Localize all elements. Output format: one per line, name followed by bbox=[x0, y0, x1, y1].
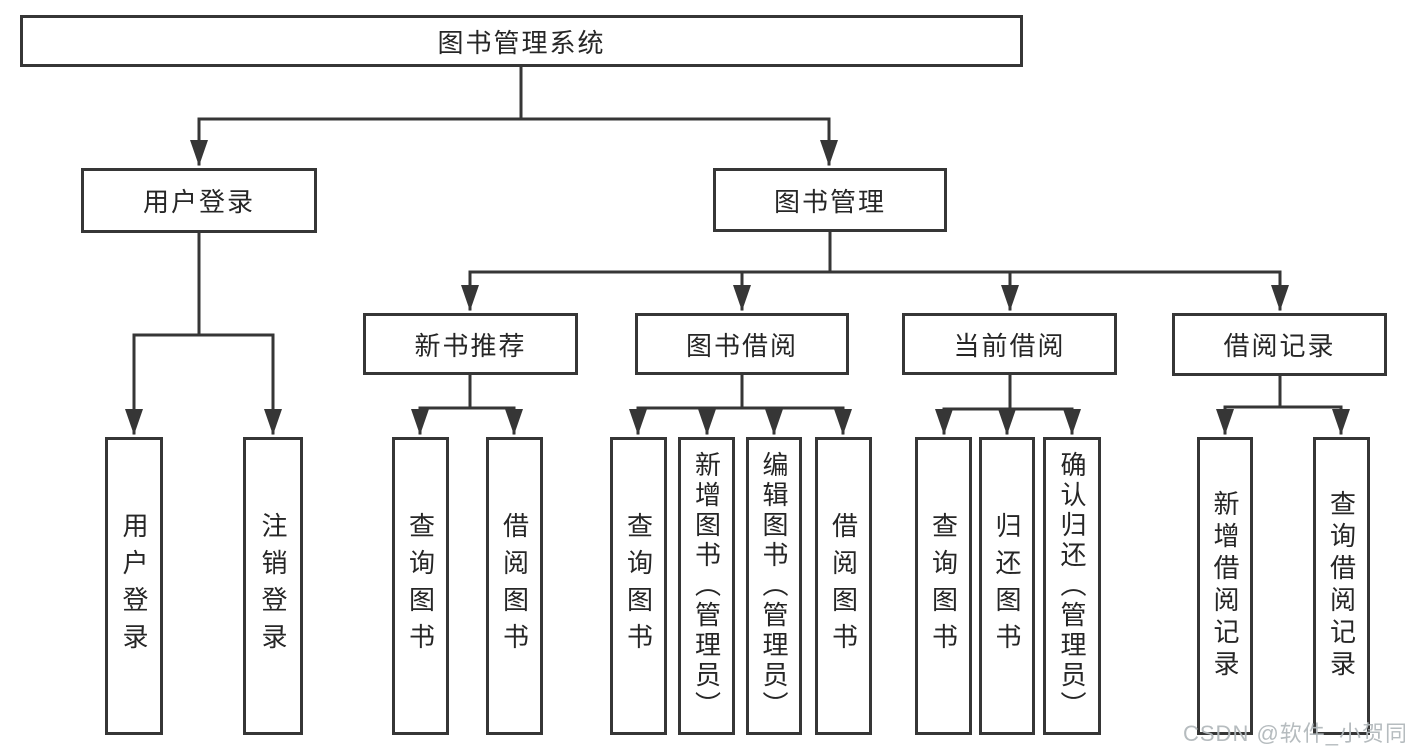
node-label: 查询图书 bbox=[928, 512, 959, 660]
node-label: 新增借阅记录 bbox=[1210, 490, 1240, 682]
node-book-management: 图书管理 bbox=[713, 168, 947, 232]
leaf-logout: 注销登录 bbox=[243, 437, 303, 735]
leaf-edit-book-admin: 编辑图书（管理员） bbox=[746, 437, 802, 735]
node-label: 查询图书 bbox=[405, 512, 436, 660]
node-current-borrow: 当前借阅 bbox=[902, 313, 1117, 375]
node-library-management-system: 图书管理系统 bbox=[20, 15, 1023, 67]
node-label: 查询借阅记录 bbox=[1326, 490, 1357, 682]
node-label: 用户登录 bbox=[119, 512, 149, 660]
node-label: 借阅图书 bbox=[828, 512, 859, 660]
leaf-query-books-recommend: 查询图书 bbox=[392, 437, 449, 735]
node-label: 新增图书（管理员） bbox=[691, 451, 722, 721]
leaf-user-login: 用户登录 bbox=[105, 437, 163, 735]
leaf-return-book: 归还图书 bbox=[979, 437, 1035, 735]
node-label: 图书管理系统 bbox=[437, 27, 606, 58]
leaf-query-books-borrow: 查询图书 bbox=[610, 437, 667, 735]
leaf-confirm-return-admin: 确认归还（管理员） bbox=[1043, 437, 1101, 735]
node-label: 查询图书 bbox=[623, 512, 654, 660]
leaf-borrow-books-recommend: 借阅图书 bbox=[486, 437, 543, 735]
node-label: 图书管理 bbox=[773, 186, 886, 217]
leaf-query-books-current: 查询图书 bbox=[915, 437, 972, 735]
node-user-login: 用户登录 bbox=[81, 168, 317, 233]
node-label: 图书借阅 bbox=[685, 330, 798, 361]
leaf-borrow-books: 借阅图书 bbox=[815, 437, 872, 735]
node-book-borrow: 图书借阅 bbox=[635, 313, 849, 375]
node-label: 借阅记录 bbox=[1223, 331, 1336, 361]
node-label: 确认归还（管理员） bbox=[1057, 451, 1087, 721]
node-label: 用户登录 bbox=[142, 187, 255, 217]
node-label: 新书推荐 bbox=[414, 330, 527, 361]
leaf-add-book-admin: 新增图书（管理员） bbox=[678, 437, 735, 735]
node-label: 借阅图书 bbox=[499, 512, 530, 660]
node-label: 编辑图书（管理员） bbox=[759, 451, 789, 721]
csdn-watermark: CSDN @软件_小贺同学 bbox=[1183, 721, 1405, 746]
leaf-query-borrow-record: 查询借阅记录 bbox=[1313, 437, 1370, 735]
node-label: 注销登录 bbox=[258, 512, 288, 660]
leaf-add-borrow-record: 新增借阅记录 bbox=[1197, 437, 1253, 735]
node-label: 归还图书 bbox=[992, 512, 1022, 660]
node-borrow-records: 借阅记录 bbox=[1172, 313, 1387, 376]
node-label: 当前借阅 bbox=[953, 330, 1066, 361]
node-new-book-recommend: 新书推荐 bbox=[363, 313, 578, 375]
